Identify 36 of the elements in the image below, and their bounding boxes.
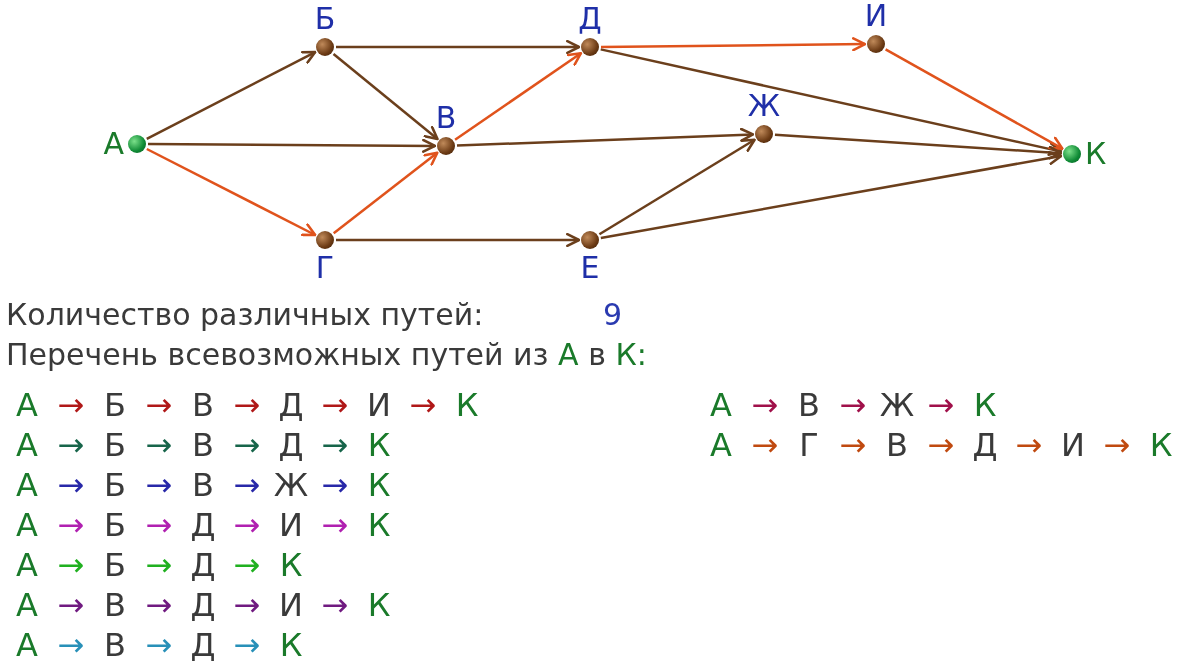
path-sequence: А → Б → В → Ж → К: [15, 465, 392, 505]
vertex-label: Е: [580, 253, 600, 283]
vertex-label: Д: [578, 4, 602, 34]
arrow: [146, 50, 317, 141]
arrow: [332, 53, 439, 141]
arrow: [336, 232, 581, 248]
vertex-label: В: [435, 103, 457, 133]
path-sequence: А → Г → В → Д → И → К: [709, 425, 1174, 465]
vertex-label: К: [1085, 139, 1107, 169]
path-sequence: А → Б → Д → И → К: [15, 505, 392, 545]
arrow: [332, 151, 439, 235]
text-line: Перечень всевозможных путей из А в К:: [6, 336, 647, 374]
arrow: [601, 37, 867, 52]
path-sequence: А → В → Д → К: [15, 625, 304, 665]
vertex-label: Ж: [747, 91, 781, 121]
arrow: [456, 127, 755, 147]
path-sequence: А → Б → В → Д → К: [15, 425, 392, 465]
path-sequence: А → Б → Д → К: [15, 545, 304, 585]
arrow: [336, 39, 581, 55]
text-line: Количество различных путей:: [6, 296, 484, 334]
arrow: [884, 48, 1064, 150]
arrow: [598, 138, 756, 236]
vertex-label: Б: [314, 4, 336, 34]
arrow: [148, 138, 437, 153]
path-sequence: А → В → Ж → К: [709, 385, 998, 425]
arrow: [774, 133, 1063, 160]
vertex-label: Г: [315, 253, 335, 283]
arrow: [146, 147, 317, 237]
vertex-label: И: [864, 1, 888, 31]
path-sequence: А → В → Д → И → К: [15, 585, 392, 625]
arrow: [600, 48, 1063, 157]
count-value: 9: [603, 296, 623, 334]
vertex-label: А: [103, 129, 124, 159]
arrow: [454, 51, 583, 141]
path-sequence: А → Б → В → Д → И → К: [15, 385, 480, 425]
arrow: [600, 150, 1063, 240]
